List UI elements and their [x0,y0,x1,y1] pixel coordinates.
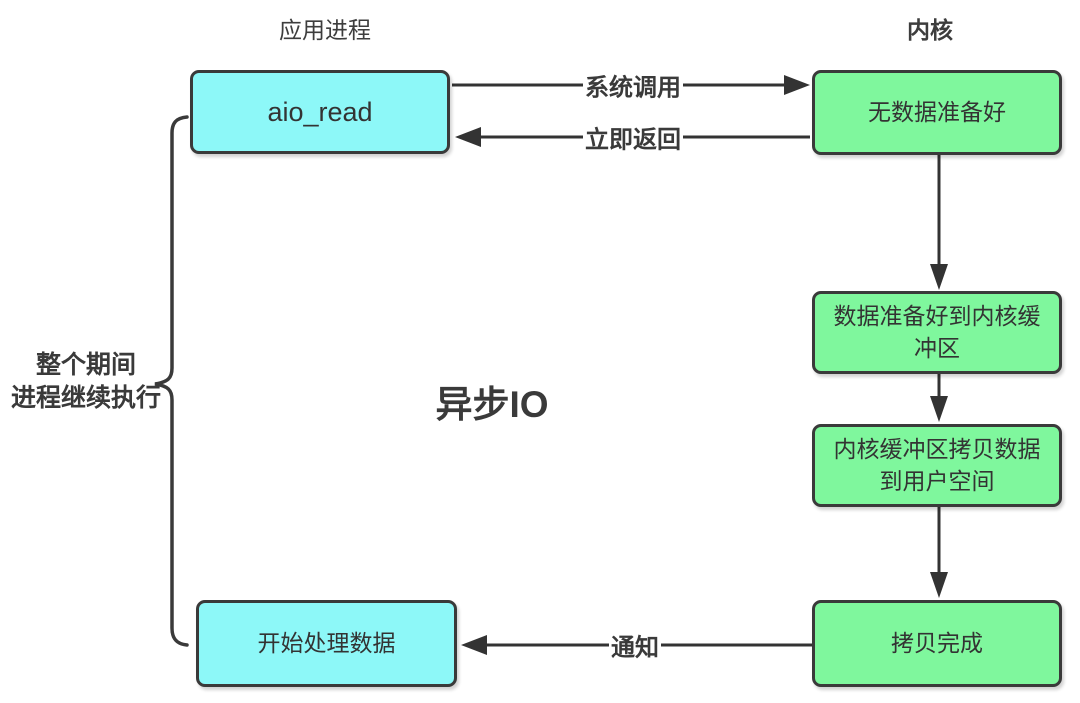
diagram-title: 异步IO [435,384,549,425]
edge-label-immediate-return: 立即返回 [583,119,683,155]
brace-annotation-line1: 整个期间 [35,351,137,379]
brace-annotation: 整个期间 进程继续执行 [11,349,161,415]
node-data-ready-to-kernel-buffer: 数据准备好到内核缓冲区 [812,291,1062,374]
edge-kernel-step3-arrowhead-icon [930,572,948,598]
edge-immediate-return-arrowhead-icon [455,127,481,147]
edge-label-notify: 通知 [609,627,661,663]
edge-system-call-arrowhead-icon [784,75,810,95]
application-process-header: 应用进程 [279,17,371,43]
brace-annotation-line2: 进程继续执行 [10,384,162,412]
left-brace [154,115,189,647]
node-aio-read: aio_read [190,70,450,154]
node-kernel-buffer-copy-to-user: 内核缓冲区拷贝数据到用户空间 [812,424,1062,507]
edge-kernel-step1-arrowhead-icon [930,264,948,290]
edge-notify-arrowhead-icon [461,635,487,655]
node-copy-done: 拷贝完成 [812,600,1062,687]
node-start-processing-data: 开始处理数据 [196,600,457,687]
kernel-header: 内核 [907,17,953,43]
node-no-data-ready: 无数据准备好 [812,70,1062,155]
edge-kernel-step2-arrowhead-icon [930,396,948,422]
edge-label-system-call: 系统调用 [583,67,683,103]
